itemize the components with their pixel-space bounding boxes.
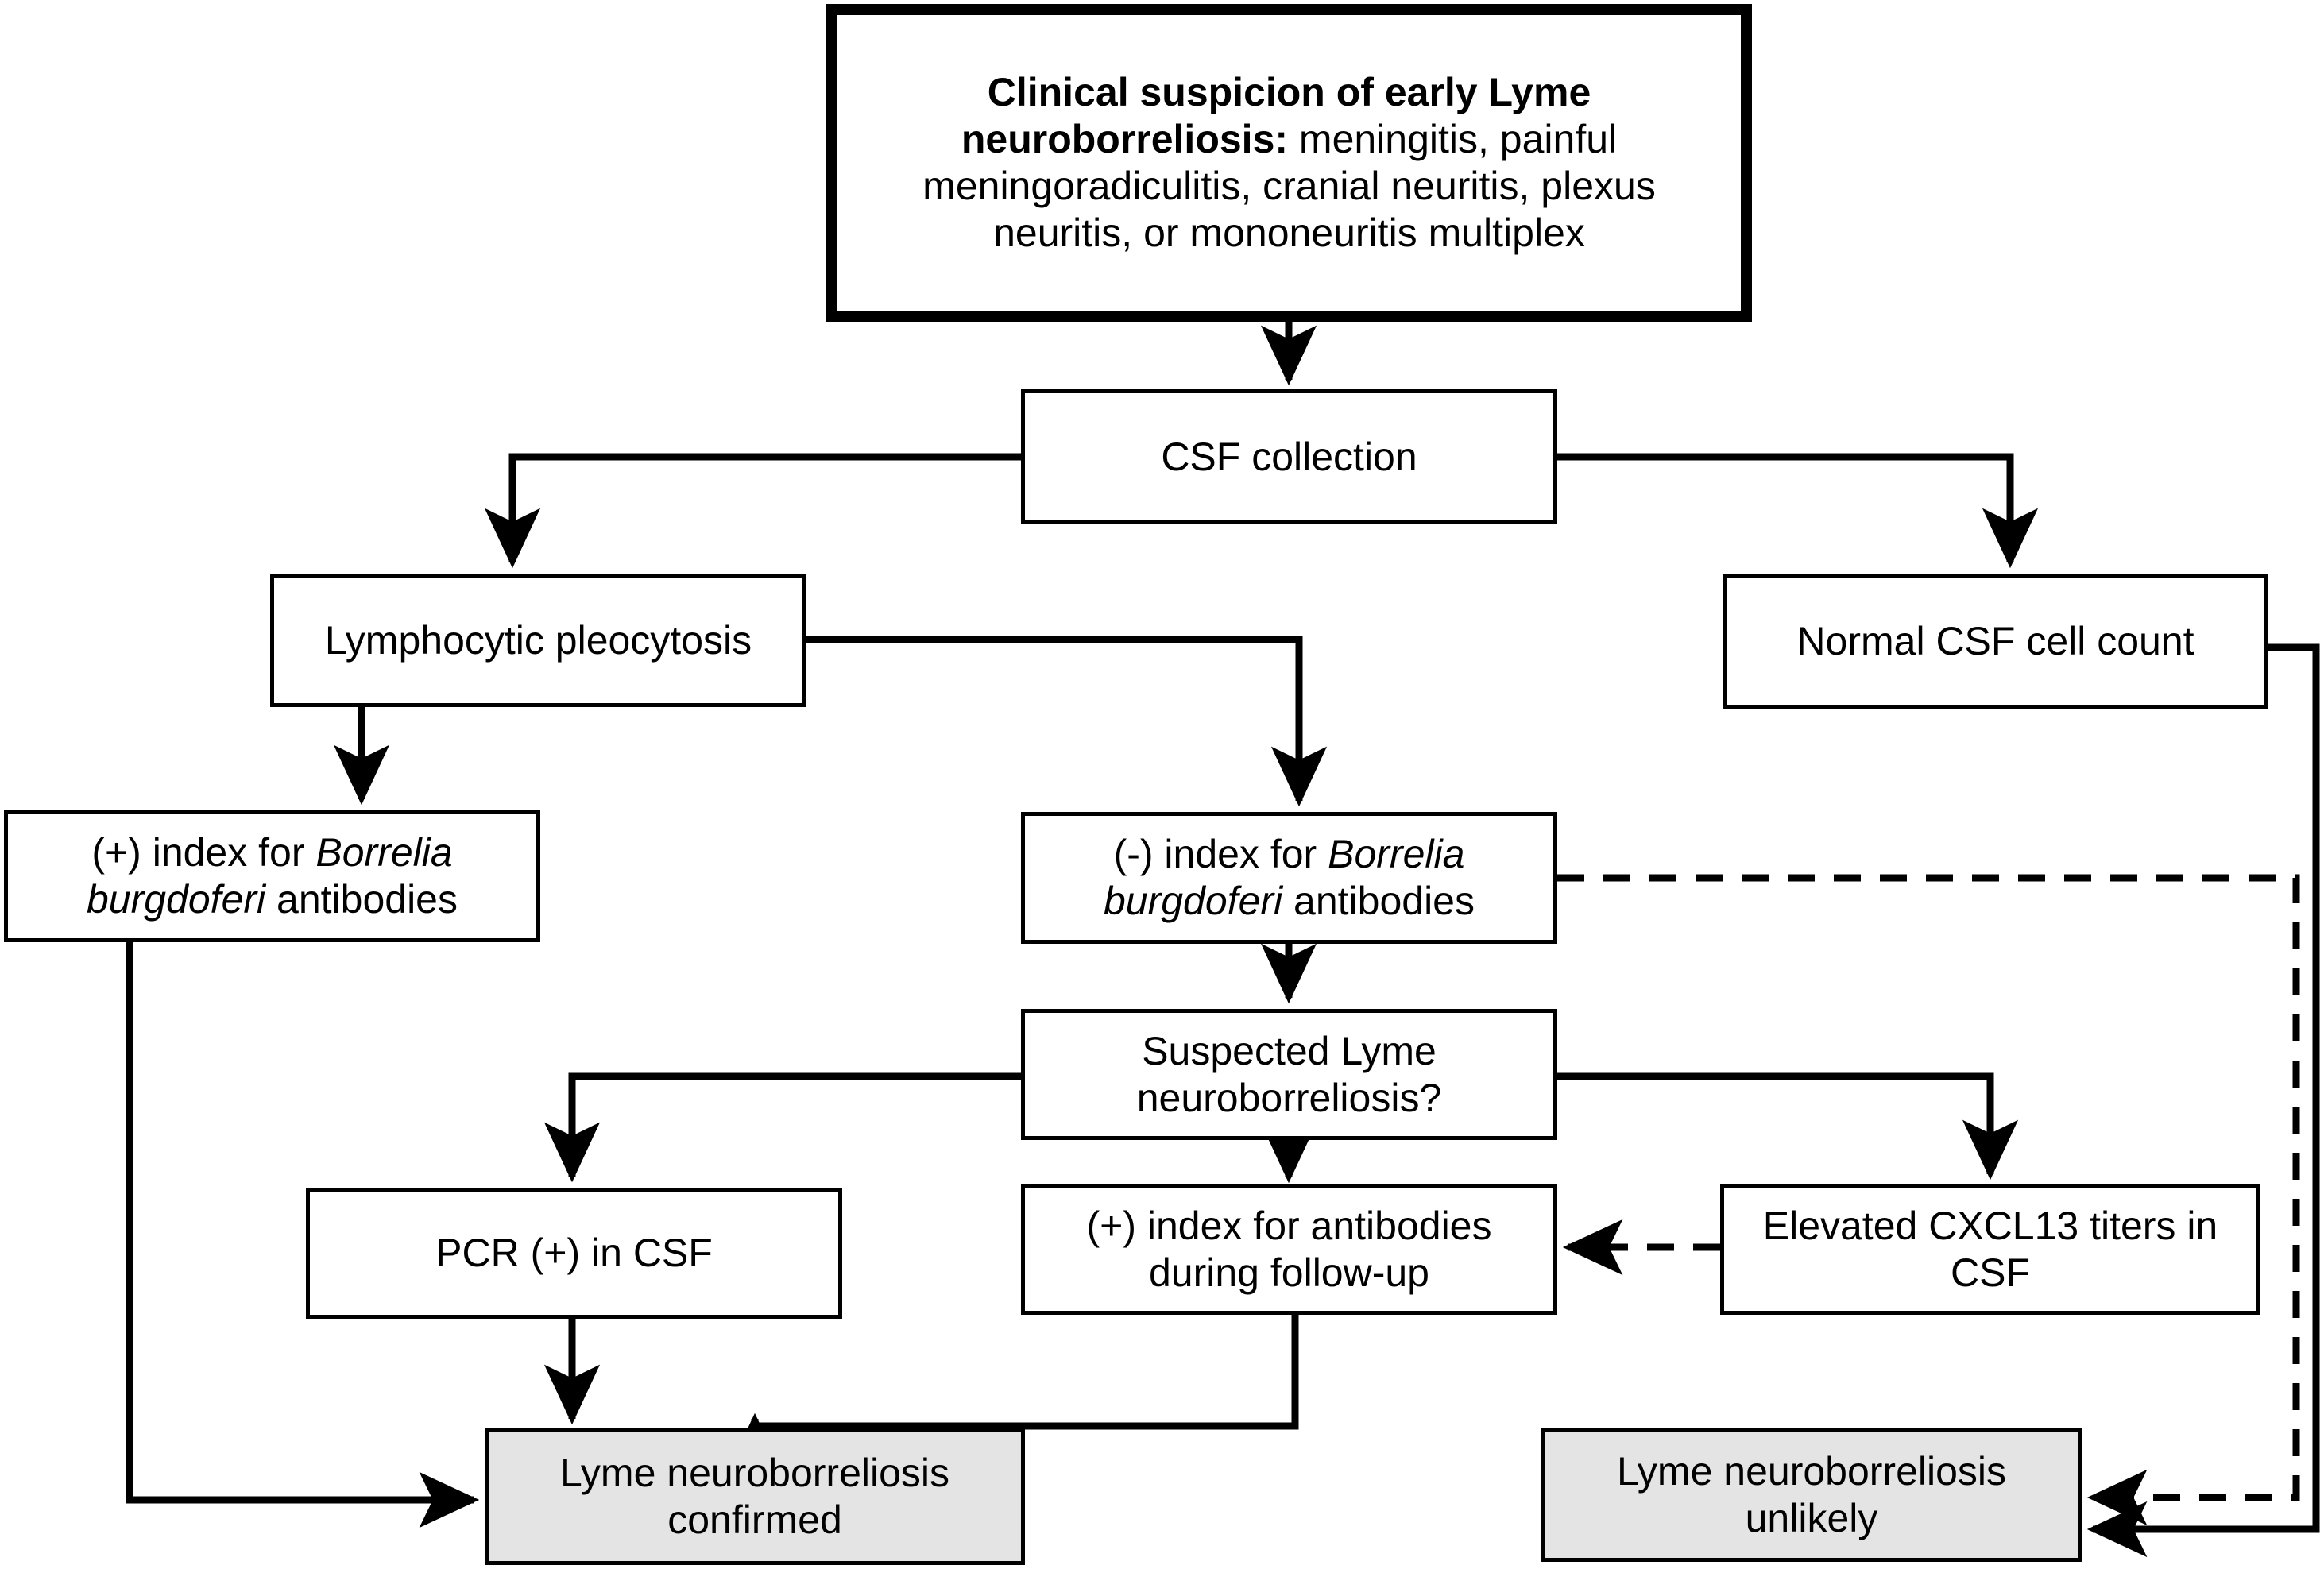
clinical-suspicion-emphasis: Clinical suspicion of early Lyme neurobo… xyxy=(961,70,1591,161)
node-lyme-neuroborreliosis-unlikely[interactable]: Lyme neuroborreliosis unlikely xyxy=(1541,1428,2082,1562)
edge-csf-to-normal xyxy=(1557,453,2039,569)
node-positive-borrelia-index-label: (+) index for Borrelia burgdoferi antibo… xyxy=(8,829,536,923)
edge-normal-to-unlikely xyxy=(2086,643,2320,1558)
node-positive-index-follow-up[interactable]: (+) index for antibodies during follow-u… xyxy=(1021,1184,1557,1315)
node-negative-borrelia-index-label: (-) index for Borrelia burgdoferi antibo… xyxy=(1025,831,1553,925)
negative-index-prefix: (-) index for xyxy=(1113,832,1328,876)
positive-index-prefix: (+) index for xyxy=(91,830,316,875)
node-lyme-neuroborreliosis-unlikely-label: Lyme neuroborreliosis unlikely xyxy=(1616,1449,2007,1540)
node-csf-collection-label: CSF collection xyxy=(1161,434,1417,479)
node-clinical-suspicion[interactable]: Clinical suspicion of early Lyme neurobo… xyxy=(826,4,1752,322)
node-lyme-neuroborreliosis-confirmed[interactable]: Lyme neuroborreliosis confirmed xyxy=(485,1428,1025,1565)
node-elevated-cxcl13-titers[interactable]: Elevated CXCL13 titers in CSF xyxy=(1720,1184,2260,1315)
node-normal-csf-cell-count-label: Normal CSF cell count xyxy=(1796,618,2194,663)
edge-followup-to-confirmed xyxy=(726,1315,1299,1474)
node-lymphocytic-pleocytosis-label: Lymphocytic pleocytosis xyxy=(324,617,752,663)
edge-suspected-to-cxcl13 xyxy=(1557,1072,2019,1181)
edge-csf-to-lymphocytic xyxy=(484,453,1021,569)
node-clinical-suspicion-label: Clinical suspicion of early Lyme neurobo… xyxy=(837,69,1741,257)
edge-lymphocytic-to-negative xyxy=(806,636,1328,807)
node-negative-borrelia-index[interactable]: (-) index for Borrelia burgdoferi antibo… xyxy=(1021,812,1557,944)
negative-index-species: Borrelia burgdoferi xyxy=(1103,832,1465,923)
edge-suspected-to-pcr xyxy=(543,1072,1021,1183)
node-suspected-lyme-neuroborreliosis-label: Suspected Lyme neuroborreliosis? xyxy=(1136,1028,1442,1120)
node-normal-csf-cell-count[interactable]: Normal CSF cell count xyxy=(1723,574,2268,709)
node-lyme-neuroborreliosis-confirmed-label: Lyme neuroborreliosis confirmed xyxy=(559,1451,950,1542)
node-pcr-positive-in-csf[interactable]: PCR (+) in CSF xyxy=(306,1188,842,1319)
node-pcr-positive-in-csf-label: PCR (+) in CSF xyxy=(435,1231,713,1275)
node-positive-borrelia-index[interactable]: (+) index for Borrelia burgdoferi antibo… xyxy=(4,810,540,942)
node-csf-collection[interactable]: CSF collection xyxy=(1021,389,1557,524)
node-elevated-cxcl13-titers-label: Elevated CXCL13 titers in CSF xyxy=(1762,1203,2218,1295)
clinical-suspicion-rest: meningitis, painful meningoradiculitis, … xyxy=(922,117,1656,255)
node-positive-index-follow-up-label: (+) index for antibodies during follow-u… xyxy=(1086,1203,1492,1295)
node-lymphocytic-pleocytosis[interactable]: Lymphocytic pleocytosis xyxy=(270,574,806,707)
node-suspected-lyme-neuroborreliosis[interactable]: Suspected Lyme neuroborreliosis? xyxy=(1021,1009,1557,1140)
positive-index-species: Borrelia burgdoferi xyxy=(86,830,453,922)
negative-index-suffix: antibodies xyxy=(1282,879,1475,923)
positive-index-suffix: antibodies xyxy=(265,877,458,922)
